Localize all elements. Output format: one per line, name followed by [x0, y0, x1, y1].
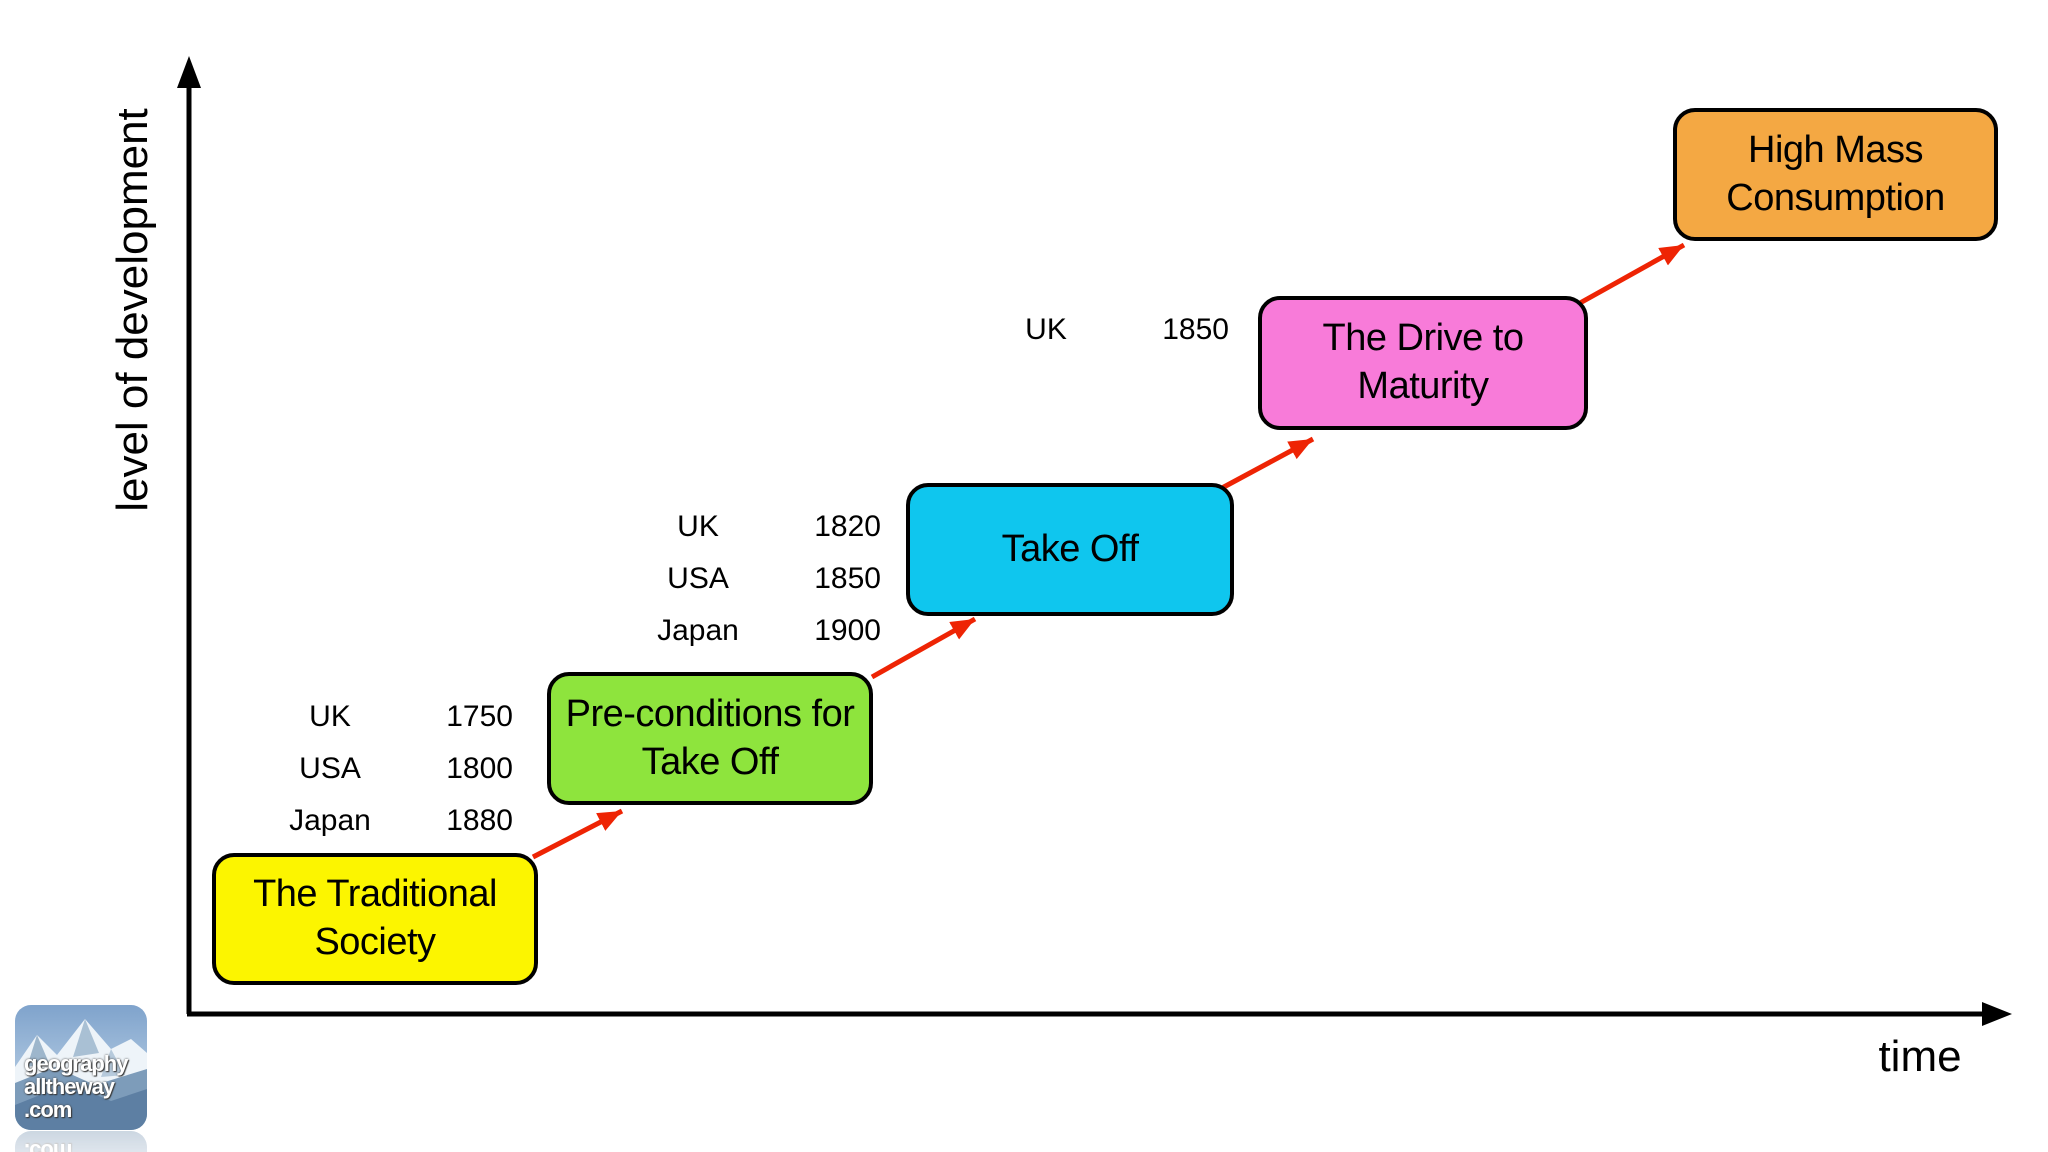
stage-arrow-2 — [870, 616, 977, 680]
annotation-row: UK 1850 — [986, 304, 1229, 356]
annotation-row: USA 1800 — [270, 743, 513, 795]
logo-text-reflection: geography alltheway .com — [24, 1139, 72, 1152]
stage-box-label: The Traditional Society — [253, 873, 497, 963]
stage-box-label: The Drive to Maturity — [1322, 317, 1524, 407]
stage-box-preconditions-for-take-off: Pre-conditions for Take Off — [547, 672, 873, 805]
country-label: Japan — [657, 614, 739, 647]
stage-box-label: High Mass Consumption — [1726, 128, 1945, 219]
year-annotations-take-off: UK 1820 USA 1850 Japan 1900 — [638, 501, 881, 657]
country-label: UK — [1025, 313, 1067, 346]
annotation-row: UK 1820 — [638, 501, 881, 553]
year-label: 1900 — [814, 614, 881, 647]
annotation-row: Japan 1880 — [270, 795, 513, 847]
year-annotations-preconditions: UK 1750 USA 1800 Japan 1880 — [270, 691, 513, 847]
stage-box-traditional-society: The Traditional Society — [212, 853, 538, 985]
stage-box-drive-to-maturity: The Drive to Maturity — [1258, 296, 1588, 430]
mountain-image-reflection — [15, 1131, 147, 1152]
x-axis-arrowhead-icon — [1982, 1002, 2012, 1026]
year-label: 1880 — [446, 804, 513, 837]
country-label: USA — [299, 752, 361, 785]
logo-reflection: geography alltheway .com — [15, 1131, 147, 1152]
logo-text: geography alltheway .com — [24, 1051, 128, 1122]
stage-arrow-4 — [1578, 242, 1686, 306]
annotation-row: Japan 1900 — [638, 605, 881, 657]
country-label: UK — [677, 510, 719, 543]
y-axis-arrowhead-icon — [177, 56, 201, 88]
country-label: USA — [667, 562, 729, 595]
geographyalltheway-logo: geography alltheway .com — [15, 1005, 147, 1130]
year-label: 1750 — [446, 700, 513, 733]
country-label: Japan — [289, 804, 371, 837]
stage-arrow-3 — [1220, 436, 1315, 491]
mountain-image — [15, 1005, 147, 1130]
year-label: 1820 — [814, 510, 881, 543]
stage-box-take-off: Take Off — [906, 483, 1234, 616]
logo-line-2: alltheway — [24, 1074, 115, 1099]
year-label: 1850 — [1162, 313, 1229, 346]
annotation-row: USA 1850 — [638, 553, 881, 605]
annotation-row: UK 1750 — [270, 691, 513, 743]
year-label: 1800 — [446, 752, 513, 785]
stage-arrow-1 — [531, 808, 624, 860]
stage-box-high-mass-consumption: High Mass Consumption — [1673, 108, 1998, 241]
country-label: UK — [309, 700, 351, 733]
y-axis-label: level of development — [108, 108, 157, 512]
year-label: 1850 — [814, 562, 881, 595]
year-annotations-drive-to-maturity: UK 1850 — [986, 304, 1229, 356]
logo-line-1: geography — [24, 1051, 128, 1076]
stage-box-label: Take Off — [1001, 527, 1139, 570]
stage-box-label: Pre-conditions for Take Off — [565, 692, 855, 783]
x-axis-label: time — [1878, 1032, 1962, 1081]
logo-line-3: .com — [24, 1097, 72, 1122]
